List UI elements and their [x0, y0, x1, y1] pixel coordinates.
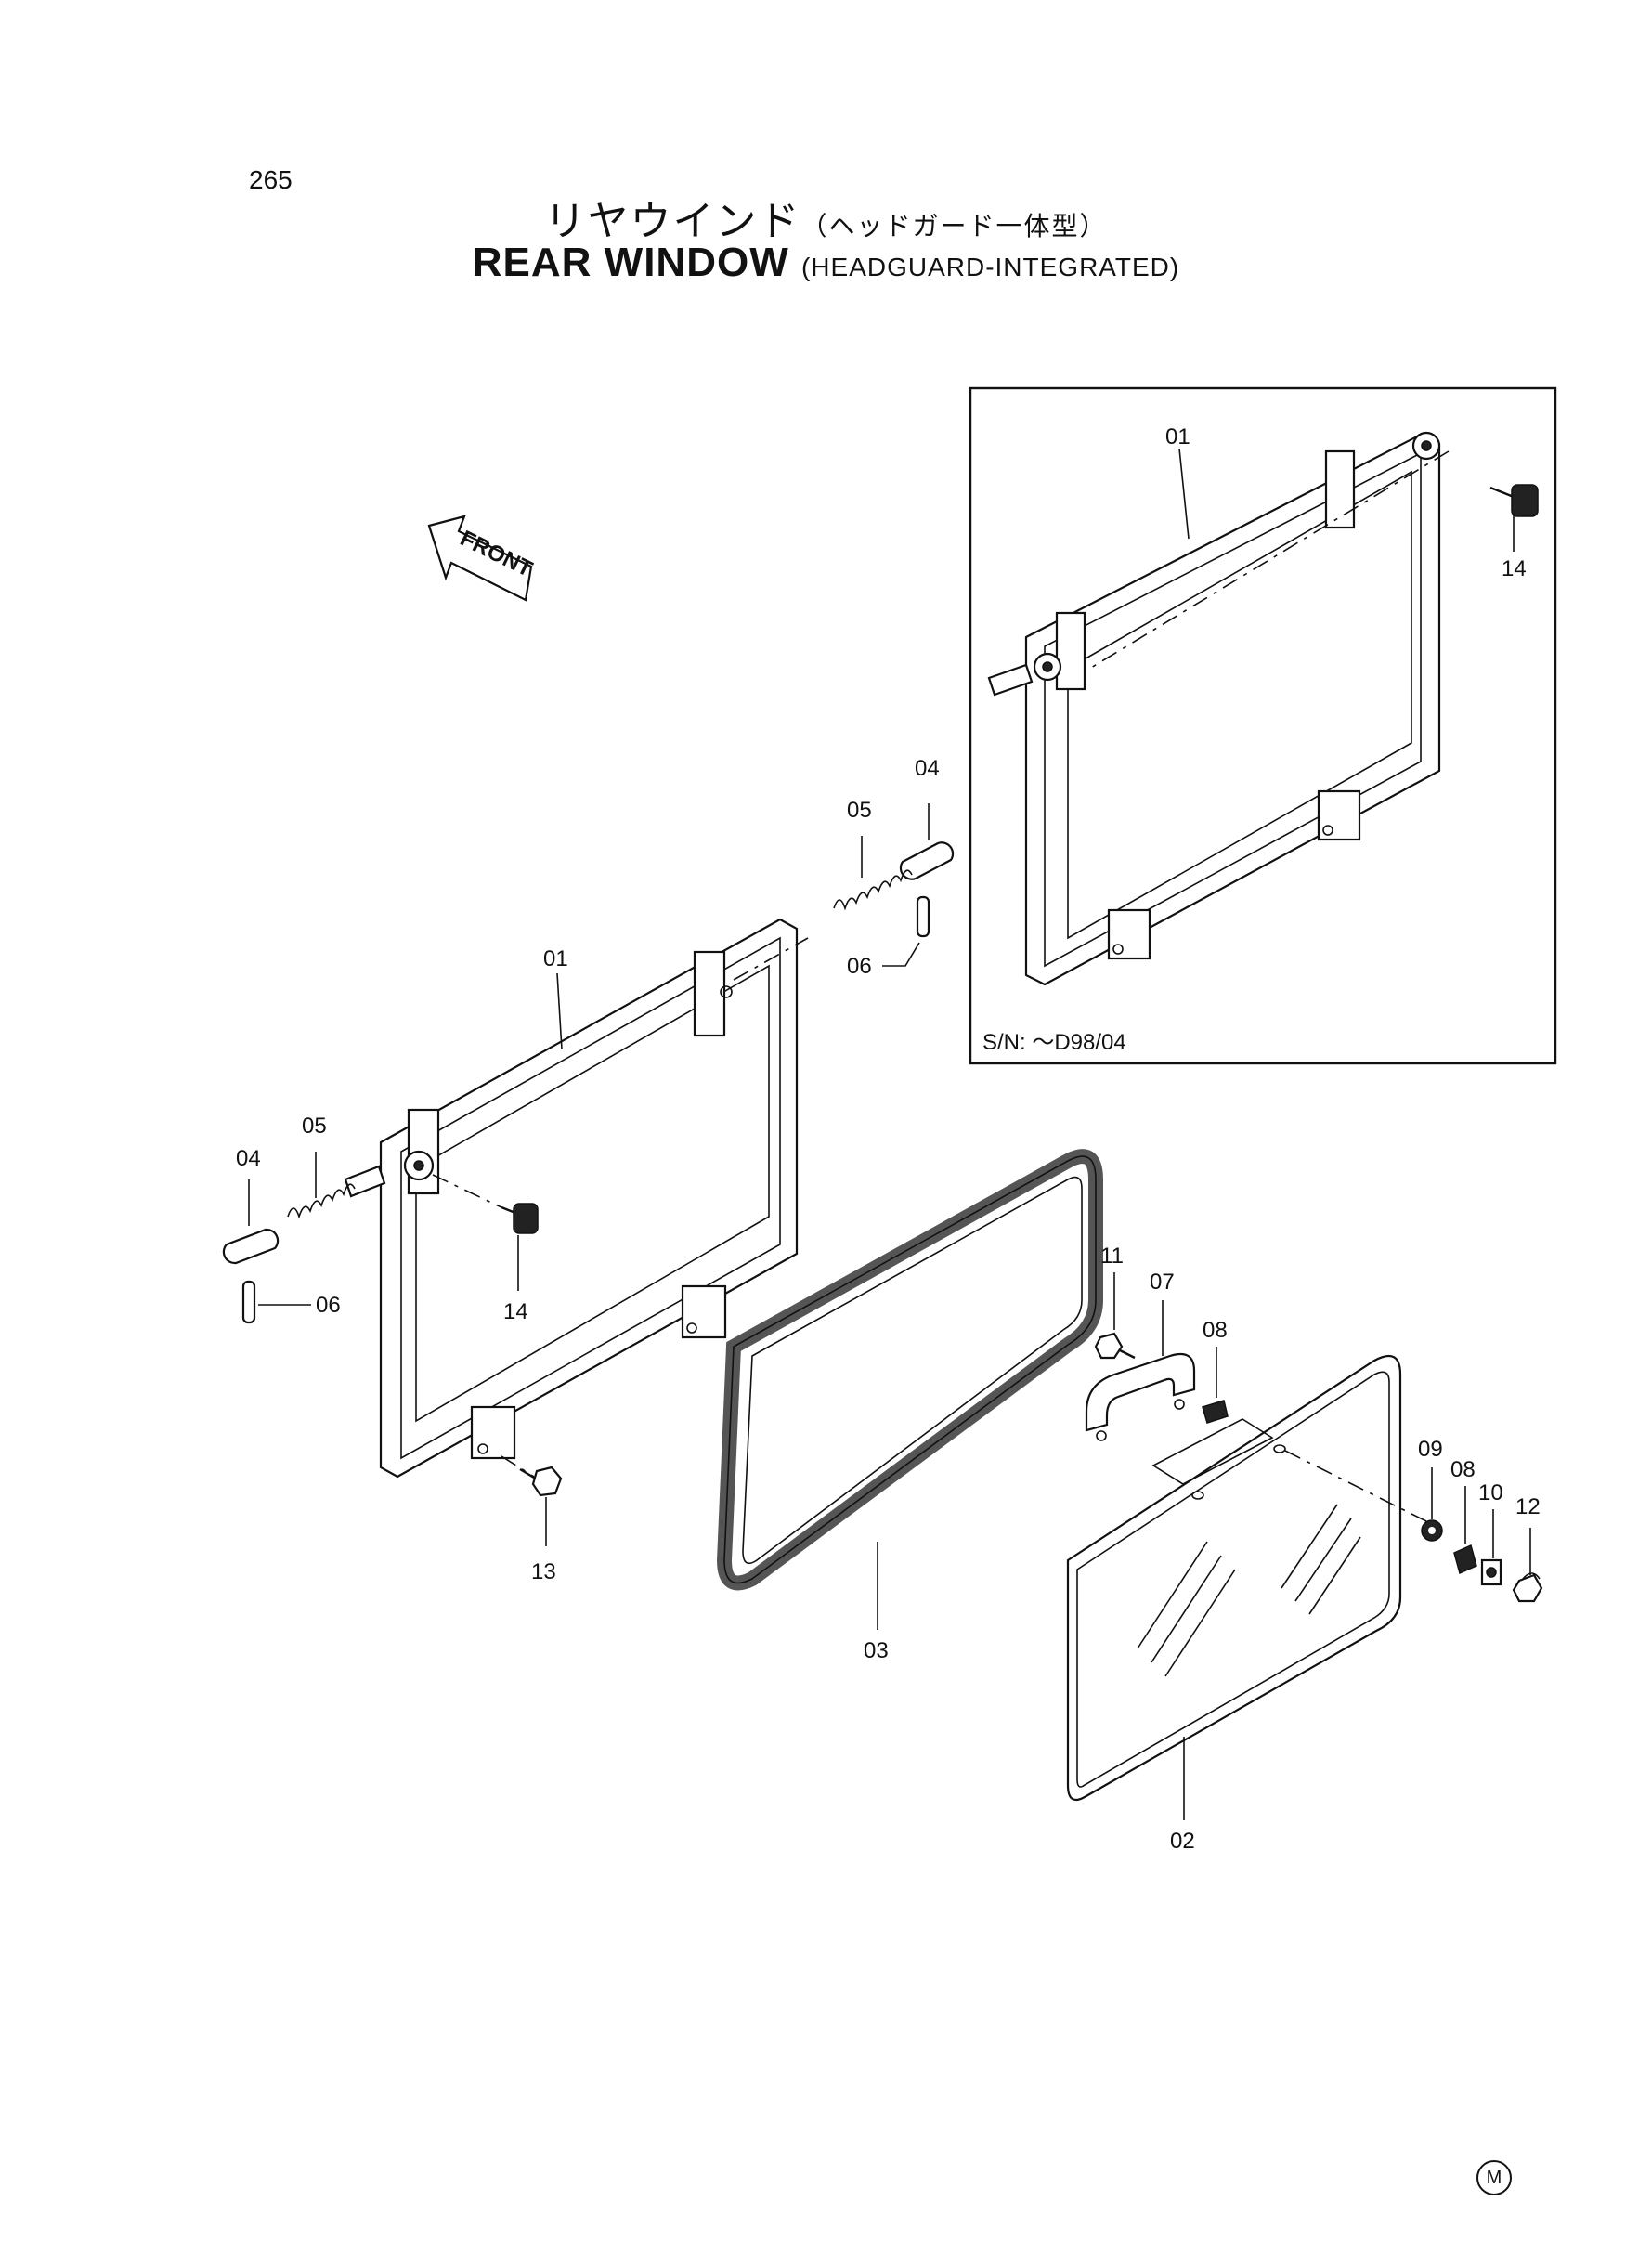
plate-left-icon [1202, 1400, 1229, 1424]
callout-nut-plate: 10 [1478, 1480, 1503, 1505]
window-glass [1066, 1354, 1402, 1802]
screw-icon [1094, 1332, 1136, 1360]
cap-nut-icon [1512, 1572, 1543, 1603]
spring-right-icon [833, 869, 913, 911]
callout-glass: 02 [1170, 1829, 1195, 1854]
callout-washer: 09 [1418, 1437, 1443, 1462]
pin-small-right-icon [916, 895, 930, 938]
callout-bolt: 13 [531, 1559, 556, 1584]
callout-plate-right: 08 [1450, 1457, 1476, 1482]
knob-icon [501, 1203, 539, 1234]
callout-inset-frame: 01 [1165, 424, 1190, 449]
inset-window-frame [987, 431, 1441, 986]
nut-plate-icon [1480, 1558, 1502, 1586]
front-arrow-icon: FRONT [427, 515, 537, 602]
callout-pin-left: 04 [236, 1146, 261, 1171]
inset-knob-icon [1489, 484, 1539, 517]
inset-serial-label: S/N: ～D98/04 [982, 1030, 1126, 1055]
title-japanese-main: リヤウインド [544, 199, 801, 244]
inset-box: S/N: ～D98/04 01 14 [969, 386, 1557, 1065]
callout-cap-nut: 12 [1515, 1494, 1541, 1519]
callout-handle: 07 [1150, 1270, 1175, 1295]
callout-screw: 11 [1100, 1244, 1124, 1269]
title-english: REAR WINDOW (HEADGUARD-INTEGRATED) [0, 240, 1652, 286]
page-number: 265 [249, 165, 293, 194]
title-english-sub: (HEADGUARD-INTEGRATED) [800, 253, 1180, 281]
pin-small-left-icon [241, 1280, 256, 1324]
callout-knob: 14 [503, 1299, 528, 1324]
callout-pin-small-right: 06 [847, 954, 872, 979]
title-japanese-sub: （ヘッドガード一体型） [800, 212, 1108, 241]
callout-inset-knob: 14 [1502, 556, 1527, 581]
title-english-main: REAR WINDOW [472, 240, 789, 285]
manufacturer-mark: M [1476, 2160, 1512, 2195]
window-seal [716, 1149, 1103, 1591]
callout-pin-small-left: 06 [316, 1293, 341, 1318]
title-japanese: リヤウインド（ヘッドガード一体型） [0, 188, 1652, 247]
pin-left-icon [222, 1228, 280, 1265]
callout-frame: 01 [543, 946, 568, 971]
callout-spring-left: 05 [302, 1114, 327, 1139]
spring-left-icon [287, 1183, 356, 1219]
plate-right-icon [1453, 1544, 1477, 1575]
callout-plate-left: 08 [1203, 1318, 1228, 1343]
washer-icon [1421, 1519, 1443, 1542]
handle-icon [1085, 1352, 1196, 1441]
callout-pin-right: 04 [915, 756, 940, 781]
window-frame [344, 918, 799, 1479]
callout-spring-right: 05 [847, 798, 872, 823]
pin-right-icon [899, 841, 955, 880]
callout-seal: 03 [864, 1638, 889, 1663]
bolt-icon [519, 1466, 563, 1497]
